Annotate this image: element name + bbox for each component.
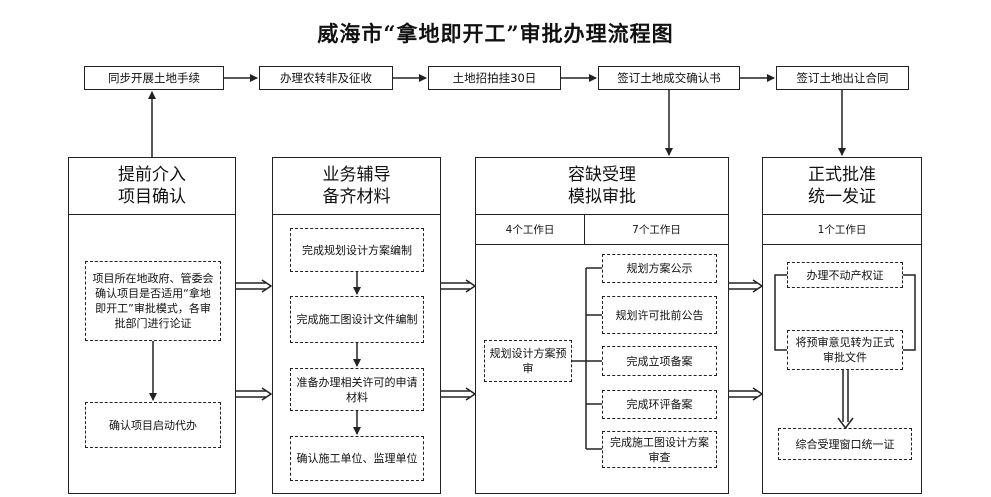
confirm-project-agent-box: 确认项目启动代办: [85, 402, 221, 448]
formal-approval-document-box: 将预审意见转为正式审批文件: [787, 330, 903, 370]
panel-title-line: 正式批准: [808, 165, 876, 185]
step-land-conversion: 办理农转非及征收: [259, 66, 393, 90]
double-arrow-p3-p4-top-head: [752, 279, 764, 293]
loop-p4-left: [774, 274, 787, 351]
drawing-review-box: 完成施工图设计方案审查: [602, 431, 717, 468]
step-sync-land-procedures: 同步开展土地手续: [84, 66, 224, 90]
double-arrow-p2-p3-bot-head: [465, 387, 477, 401]
permit-materials-box: 准备办理相关许可的申请材料: [290, 368, 424, 411]
working-days-row: 4个工作日 7个工作日: [476, 215, 728, 245]
step-sign-confirmation: 签订土地成交确认书: [598, 66, 740, 90]
panel-title-line: 容缺受理: [568, 165, 636, 185]
days-single: 1个工作日: [817, 224, 867, 236]
eia-filing-box: 完成环评备案: [602, 390, 717, 419]
planning-publicity-box: 规划方案公示: [602, 254, 717, 283]
panel-title: 提前介入 项目确认: [69, 158, 235, 215]
planning-prereview-box: 规划设计方案预审: [484, 340, 572, 382]
panel-title-line: 提前介入: [118, 165, 186, 185]
panel-title-line: 项目确认: [118, 187, 186, 207]
page-title: 威海市“拿地即开工”审批办理流程图: [317, 21, 674, 46]
panel-title-line: 模拟审批: [568, 187, 636, 207]
construction-unit-box: 确认施工单位、监理单位: [290, 436, 424, 481]
planning-design-box: 完成规划设计方案编制: [290, 228, 424, 272]
property-certificate-box: 办理不动产权证: [787, 262, 903, 288]
working-days-row: 1个工作日: [763, 215, 921, 245]
step-sign-contract: 签订土地出让合同: [776, 66, 909, 90]
double-arrow-p3-p4-bot-head: [752, 387, 764, 401]
double-arrow-p1-p2-bot-head: [261, 387, 273, 401]
project-filing-box: 完成立项备案: [602, 346, 717, 376]
days-right: 7个工作日: [584, 215, 728, 244]
double-arrow-p2-p3-top-head: [465, 279, 477, 293]
permit-pre-announcement-box: 规划许可批前公告: [602, 296, 717, 334]
days-left: 4个工作日: [505, 224, 555, 236]
loop-p4-right: [903, 274, 916, 351]
arrow-p4-head: [837, 417, 854, 430]
double-arrow-p1-p2-top-head: [261, 279, 273, 293]
panel-title-line: 业务辅导: [322, 165, 391, 185]
panel-title-line: 备齐材料: [322, 187, 391, 207]
panel-title: 正式批准 统一发证: [763, 158, 921, 215]
confirm-project-applicability-box: 项目所在地政府、管委会确认项目是否适用“拿地即开工”审批模式，各审批部门进行论证: [85, 261, 221, 341]
panel-title: 容缺受理 模拟审批: [476, 158, 728, 215]
panel-title: 业务辅导 备齐材料: [273, 158, 440, 215]
construction-drawing-box: 完成施工图设计文件编制: [290, 296, 424, 343]
step-land-auction: 土地招拍挂30日: [428, 66, 561, 90]
panel-title-line: 统一发证: [808, 187, 876, 207]
